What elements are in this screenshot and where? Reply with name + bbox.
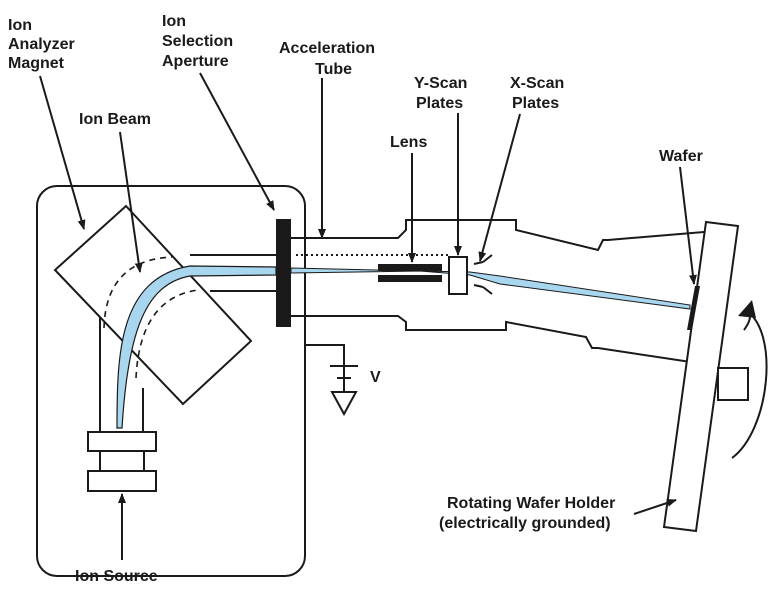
ion-selection-aperture xyxy=(276,219,291,327)
analyzer-magnet xyxy=(53,204,253,406)
label-ion-source: Ion Source xyxy=(75,568,158,585)
label-ion-beam: Ion Beam xyxy=(79,111,151,128)
leader-arrows xyxy=(39,72,697,560)
magnet-trajectory xyxy=(103,256,173,329)
label-ion-selection-aperture: Ion Selection Aperture xyxy=(162,13,238,70)
label-rotating-wafer-holder: Rotating Wafer Holder (electrically grou… xyxy=(439,495,620,532)
label-lens: Lens xyxy=(390,134,427,151)
y-scan-plates xyxy=(448,256,468,295)
acceleration-tube xyxy=(291,219,705,252)
label-ion-analyzer-magnet: Ion Analyzer Magnet xyxy=(8,17,79,72)
rotating-wafer-holder xyxy=(662,220,768,533)
label-voltage: V xyxy=(370,369,381,386)
lens xyxy=(378,264,442,282)
label-x-scan-plates: X-Scan Plates xyxy=(510,75,569,112)
label-wafer: Wafer xyxy=(659,148,703,165)
ground-voltage xyxy=(305,344,358,417)
label-acceleration-tube: Acceleration Tube xyxy=(279,40,380,78)
ion-beam-tube-section xyxy=(290,267,691,310)
wafer xyxy=(687,286,700,330)
implanter-enclosure xyxy=(36,185,306,577)
label-y-scan-plates: Y-Scan Plates xyxy=(414,75,472,112)
ion-source xyxy=(87,295,157,492)
